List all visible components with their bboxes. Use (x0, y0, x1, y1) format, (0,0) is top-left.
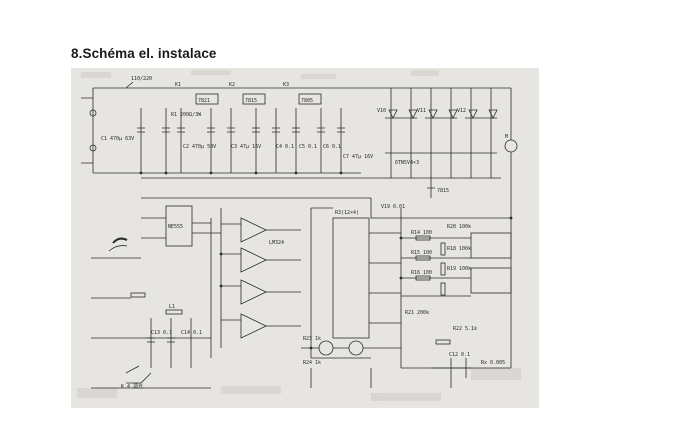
label-k2: K2 (229, 82, 235, 88)
label-v11: V11 (417, 108, 426, 114)
label-v10: V10 (377, 108, 386, 114)
label-c5: C5 0.1 (299, 144, 317, 150)
label-r20: R20 100k (447, 224, 471, 230)
label-ic3: R3(12×4) (335, 210, 359, 216)
label-r24: R24 1k (303, 360, 321, 366)
label-ic1: NE555 (168, 224, 183, 230)
label-r23: R23 1k (303, 336, 321, 342)
label-c7: C7 47μ 16V (343, 154, 373, 160)
label-bridge: 6TN5V4×3 (395, 160, 419, 166)
label-c3: C3 47μ 16V (231, 144, 261, 150)
label-v19: V19 0.01 (381, 204, 405, 210)
label-r18: R18 100k (447, 246, 471, 252)
label-bottom-switch: K 4 调光 (121, 383, 143, 390)
section-heading: 8.Schéma el. instalace (71, 46, 217, 61)
label-r21: R21 200k (405, 310, 429, 316)
label-k1: K1 (175, 82, 181, 88)
label-v12: V12 (457, 108, 466, 114)
label-reg2: 7815 (245, 98, 257, 104)
label-c12: C12 0.1 (449, 352, 470, 358)
label-c4: C4 0.1 (276, 144, 294, 150)
label-c2: C2 470μ 50V (183, 144, 216, 150)
schematic-image: 110/220 K1 K2 K3 7821 7815 7805 R1 200Ω/… (71, 68, 539, 408)
label-r14: R14 100 (411, 230, 432, 236)
label-r15: R15 100 (411, 250, 432, 256)
label-reg3: 7805 (301, 98, 313, 104)
label-rx: Rx 0.005 (481, 360, 505, 366)
label-v13: 7815 (437, 188, 449, 194)
label-motor: M (505, 134, 508, 140)
label-r22: R22 5.1k (453, 326, 477, 332)
label-r1: R1 200Ω/3W (171, 112, 202, 118)
label-switch: 110/220 (131, 76, 152, 82)
label-c14: C14 0.1 (181, 330, 202, 336)
label-c13: C13 0.1 (151, 330, 172, 336)
label-c6: C6 0.1 (323, 144, 341, 150)
schematic-diagram: 110/220 K1 K2 K3 7821 7815 7805 R1 200Ω/… (71, 68, 539, 408)
label-c1: C1 470μ 63V (101, 136, 134, 142)
label-l1: L1 (169, 304, 175, 310)
label-ic2: LM324 (269, 240, 284, 246)
label-r16: R16 100 (411, 270, 432, 276)
label-reg1: 7821 (198, 98, 210, 104)
label-k3: K3 (283, 82, 289, 88)
label-r19: R19 100k (447, 266, 471, 272)
